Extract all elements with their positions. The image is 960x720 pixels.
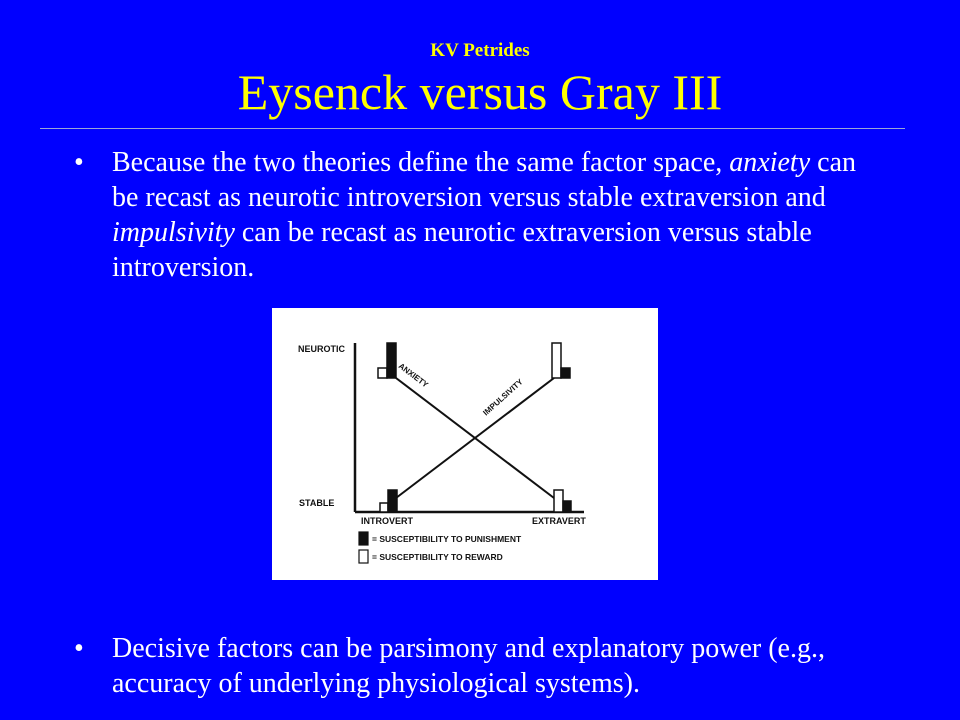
impulsivity-line	[395, 377, 555, 499]
y-label-neurotic: NEUROTIC	[298, 344, 346, 354]
legend-swatch-punishment	[358, 531, 369, 546]
anxiety-impulsivity-diagram: NEUROTIC STABLE INTROVERT EXTRAVERT ANXI…	[272, 308, 658, 580]
diagram-canvas: NEUROTIC STABLE INTROVERT EXTRAVERT ANXI…	[298, 342, 586, 564]
bar-punishment-stable-extravert	[562, 500, 572, 513]
slide-title: Eysenck versus Gray III	[237, 64, 723, 120]
author-name: KV Petrides	[430, 40, 530, 61]
bullet-text-1: Because the two theories define the same…	[112, 145, 884, 285]
bullet-text-segment: can be recast as neurotic introversion v…	[112, 147, 856, 213]
bullet-marker: •	[74, 147, 84, 178]
bullet-text-segment: can be recast as neurotic extraversion v…	[112, 217, 812, 283]
x-label-extravert: EXTRAVERT	[532, 516, 586, 526]
anxiety-label: ANXIETY	[397, 361, 431, 389]
bar-reward-neurotic-extravert	[551, 342, 562, 379]
term-impulsivity: impulsivity	[112, 217, 235, 248]
title-divider	[40, 128, 905, 129]
y-label-stable: STABLE	[299, 498, 334, 508]
legend-label-reward: = SUSCEPTIBILITY TO REWARD	[372, 552, 503, 562]
bar-punishment-stable-introvert	[387, 489, 398, 513]
bullet-text-segment: Because the two theories define the same…	[112, 147, 730, 178]
x-label-introvert: INTROVERT	[361, 516, 414, 526]
term-anxiety: anxiety	[729, 147, 811, 178]
impulsivity-label: IMPULSIVITY	[481, 377, 525, 418]
bullet-marker: •	[74, 633, 84, 664]
bar-reward-neurotic-introvert	[377, 367, 388, 379]
bar-punishment-neurotic-introvert	[386, 342, 397, 379]
legend-label-punishment: = SUSCEPTIBILITY TO PUNISHMENT	[372, 534, 522, 544]
bullet-text-2: Decisive factors can be parsimony and ex…	[112, 633, 825, 699]
bar-reward-stable-extravert	[553, 489, 564, 513]
legend-swatch-reward	[358, 549, 369, 564]
bar-punishment-neurotic-extravert	[560, 367, 571, 379]
bar-reward-stable-introvert	[379, 502, 389, 513]
